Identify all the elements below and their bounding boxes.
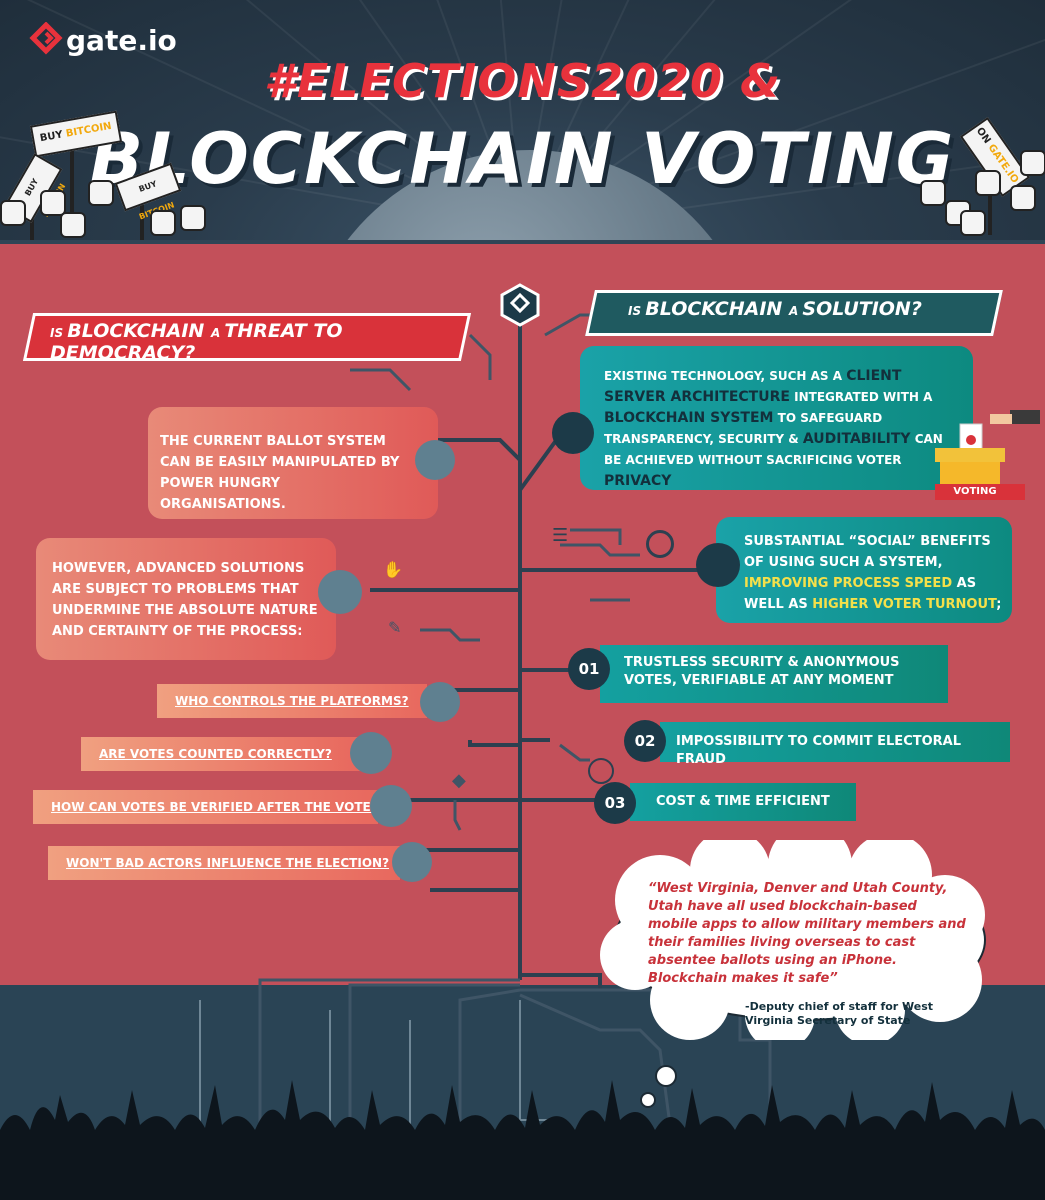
question-controls-platforms: WHO CONTROLS THE PLATFORMS? bbox=[157, 684, 427, 718]
sync-icon bbox=[646, 530, 674, 558]
benefit-01-number: 01 bbox=[568, 648, 610, 690]
social-benefits-card: SUBSTANTIAL “SOCIAL” BENEFITS OF USING S… bbox=[716, 517, 1012, 623]
benefit-01-text: TRUSTLESS SECURITY & ANONYMOUS VOTES, VE… bbox=[624, 655, 900, 688]
center-gate-icon bbox=[498, 283, 542, 331]
ballot-system-text: THE CURRENT BALLOT SYSTEM CAN BE EASILY … bbox=[160, 434, 400, 512]
hand-vote-icon: ✋ bbox=[383, 560, 403, 579]
node-dot bbox=[415, 440, 455, 480]
question-votes-verified: HOW CAN VOTES BE VERIFIED AFTER THE VOTE… bbox=[33, 790, 378, 824]
header-background bbox=[0, 0, 1045, 240]
gate-logo-icon bbox=[28, 21, 64, 62]
crowd-silhouette bbox=[0, 1080, 1045, 1200]
advanced-solutions-text: HOWEVER, ADVANCED SOLUTIONS ARE SUBJECT … bbox=[52, 561, 318, 639]
node-dot bbox=[392, 842, 432, 882]
node-dot bbox=[350, 732, 392, 774]
thought-bubble-dot bbox=[655, 1065, 677, 1087]
database-icon: ☰ bbox=[552, 525, 569, 546]
benefit-02-text: IMPOSSIBILITY TO COMMIT ELECTORAL FRAUD bbox=[676, 734, 962, 767]
pen-icon: ✎ bbox=[388, 618, 402, 637]
social-benefits-text: SUBSTANTIAL “SOCIAL” BENEFITS OF USING S… bbox=[744, 534, 1002, 612]
question-bad-actors: WON'T BAD ACTORS INFLUENCE THE ELECTION? bbox=[48, 846, 400, 880]
brand-name: gate.io bbox=[66, 24, 177, 57]
benefit-02-box: IMPOSSIBILITY TO COMMIT ELECTORAL FRAUD bbox=[660, 722, 1010, 767]
benefit-03-number: 03 bbox=[594, 782, 636, 824]
node-dot bbox=[696, 543, 740, 587]
existing-technology-text: EXISTING TECHNOLOGY, SUCH AS A CLIENT SE… bbox=[604, 368, 943, 489]
phone-icon bbox=[588, 758, 614, 784]
question-votes-counted: ARE VOTES COUNTED CORRECTLY? bbox=[81, 737, 361, 771]
benefit-03-box: COST & TIME EFFICIENT bbox=[630, 783, 856, 821]
benefit-02-number: 02 bbox=[624, 720, 666, 762]
node-dot bbox=[420, 682, 460, 722]
thought-bubble-dot bbox=[640, 1092, 656, 1108]
benefit-01-box: TRUSTLESS SECURITY & ANONYMOUS VOTES, VE… bbox=[600, 645, 948, 703]
title-line-1: #ELECTIONS2020 & bbox=[263, 54, 782, 108]
advanced-solutions-card: HOWEVER, ADVANCED SOLUTIONS ARE SUBJECT … bbox=[36, 538, 336, 660]
ethereum-icon: ◆ bbox=[452, 770, 466, 791]
node-dot bbox=[318, 570, 362, 614]
node-dot bbox=[552, 412, 594, 454]
ballot-box-icon bbox=[925, 410, 1040, 504]
quote-cloud bbox=[600, 840, 986, 1040]
node-dot bbox=[370, 785, 412, 827]
benefit-03-text: COST & TIME EFFICIENT bbox=[656, 794, 830, 809]
right-banner-title: IS BLOCKCHAIN A SOLUTION? bbox=[628, 298, 922, 320]
existing-technology-card: EXISTING TECHNOLOGY, SUCH AS A CLIENT SE… bbox=[580, 346, 973, 490]
title-line-2: BLOCKCHAIN VOTING bbox=[89, 118, 956, 200]
quote-attribution: -Deputy chief of staff for West Virginia… bbox=[745, 1000, 934, 1027]
left-banner-title: IS BLOCKCHAIN A THREAT TO DEMOCRACY? bbox=[50, 320, 343, 364]
quote-text: “West Virginia, Denver and Utah County, … bbox=[648, 881, 966, 986]
ballot-system-card: THE CURRENT BALLOT SYSTEM CAN BE EASILY … bbox=[148, 407, 438, 519]
voting-label: VOTING bbox=[953, 486, 997, 497]
